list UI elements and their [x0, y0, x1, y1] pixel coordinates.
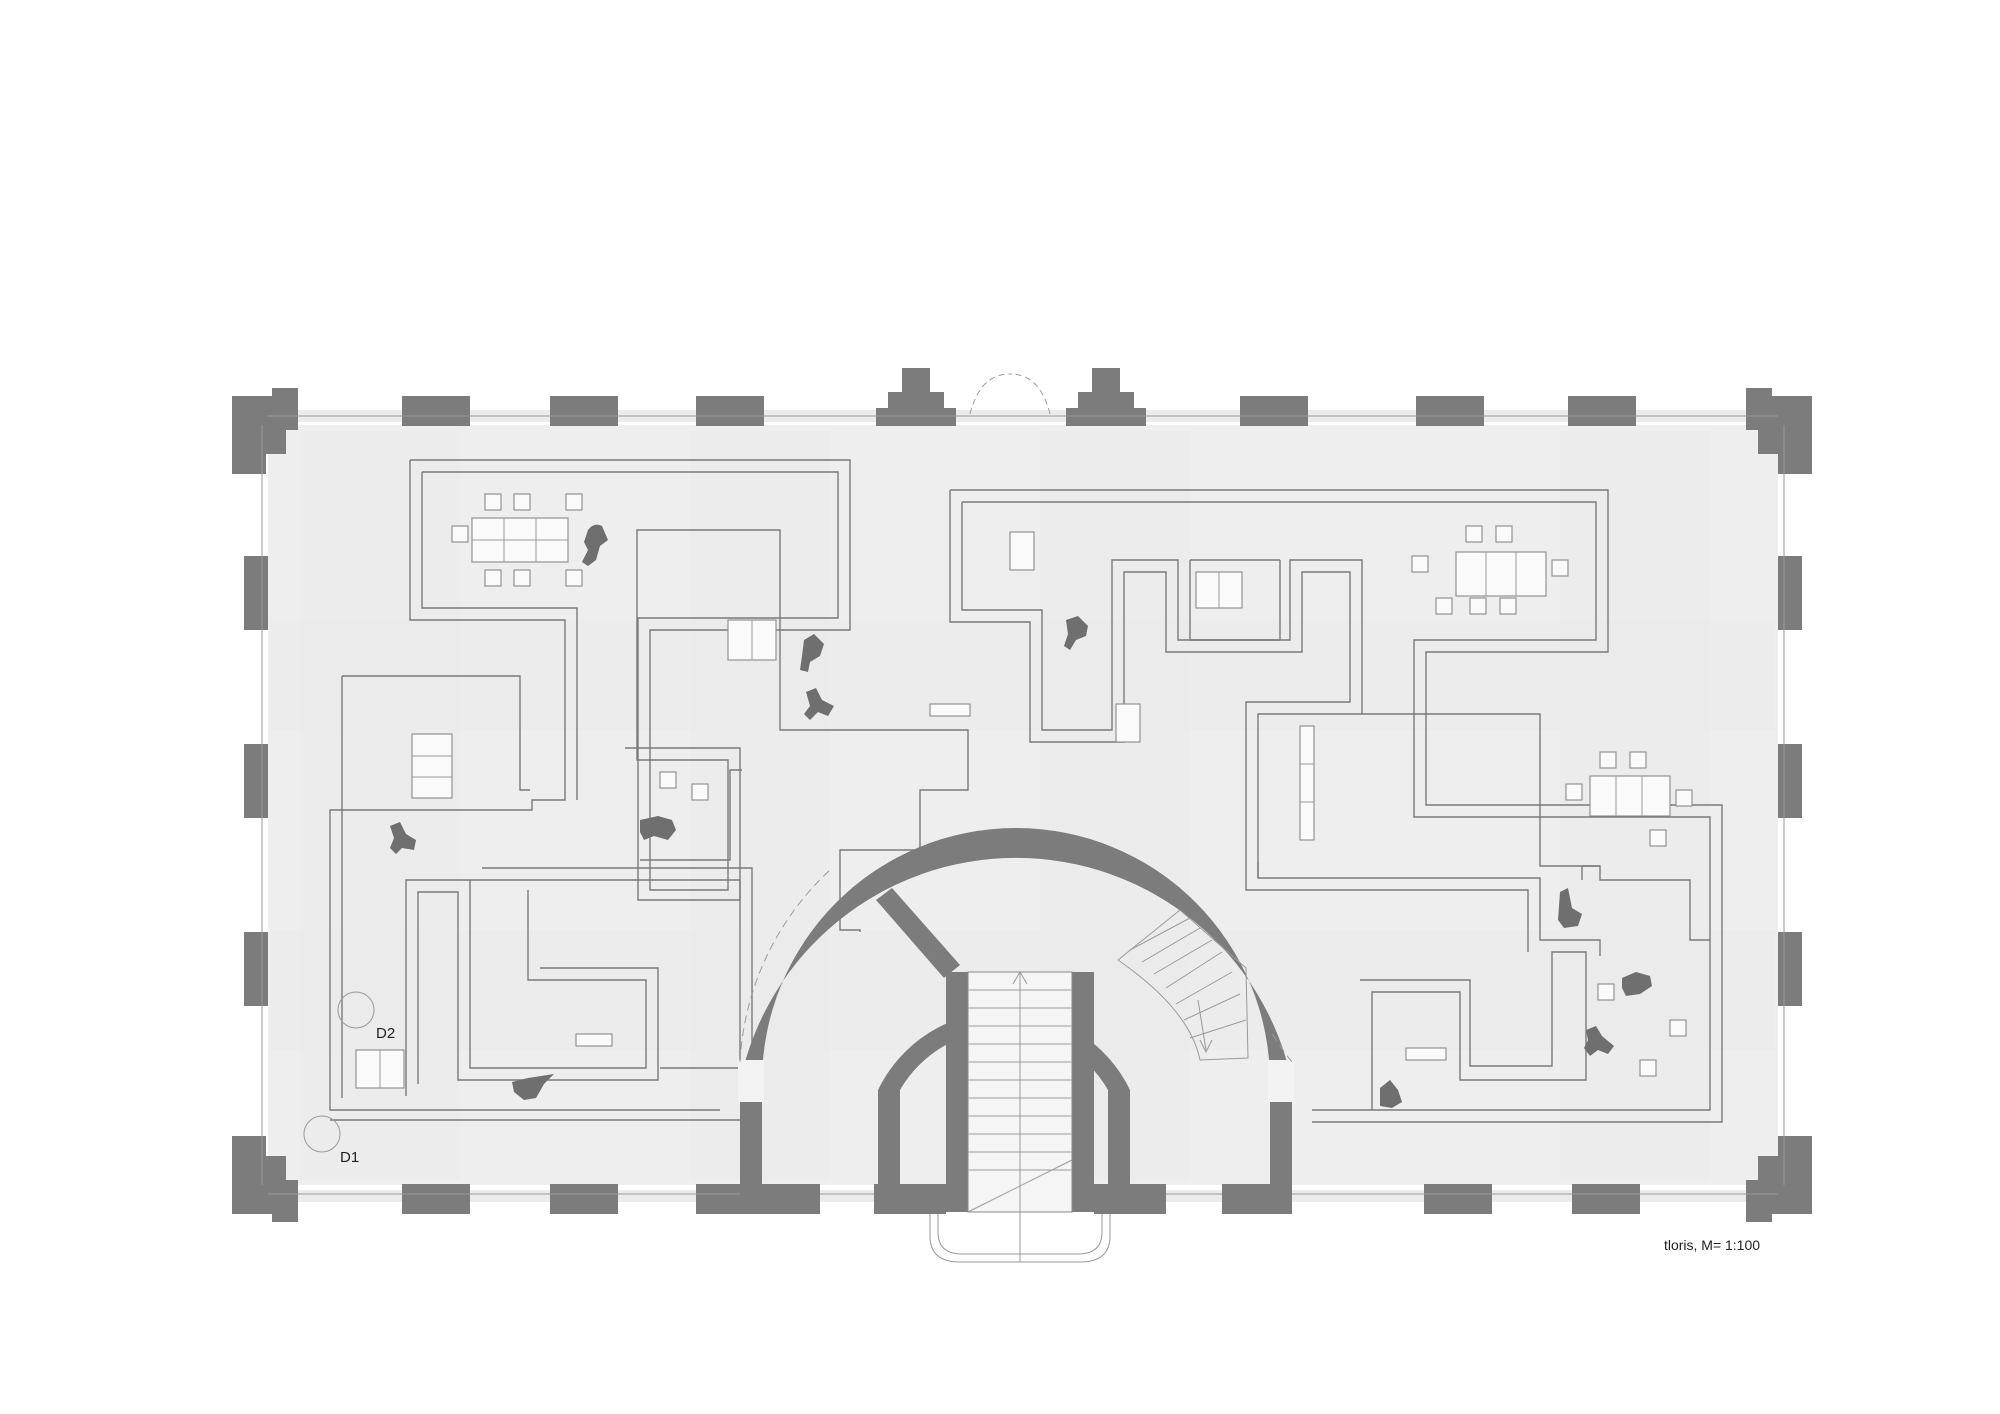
svg-text:D1: D1: [340, 1149, 359, 1166]
curved-stair: [1117, 909, 1249, 1061]
central-rotunda: [738, 828, 1294, 1214]
svg-text:D2: D2: [376, 1025, 395, 1042]
maze-walls-left: [329, 459, 969, 1121]
maze-walls-right: [949, 489, 1723, 1123]
stair-core: [874, 971, 1166, 1263]
people-figures: [390, 524, 1652, 1108]
exterior-walls: [232, 368, 1812, 1222]
detail-marker-d2: D2: [337, 991, 395, 1042]
entrance-door: [969, 373, 1051, 415]
scale-label: tloris, M= 1:100: [1664, 1237, 1760, 1253]
furniture: [355, 493, 1693, 1089]
detail-marker-d1: D1: [303, 1115, 359, 1166]
